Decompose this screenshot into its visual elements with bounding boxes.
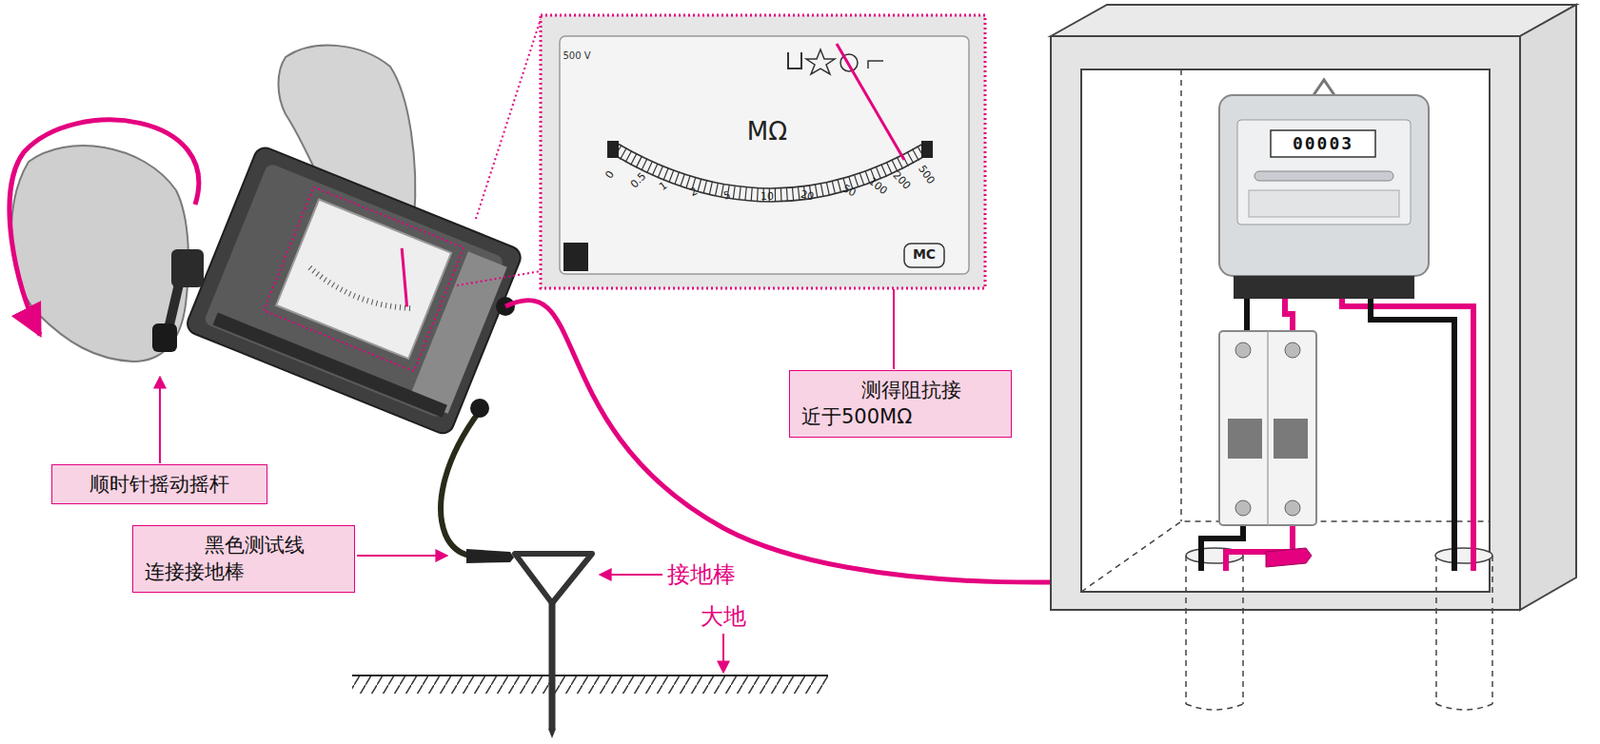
alligator-clip xyxy=(1265,548,1312,568)
leader-line xyxy=(892,289,895,370)
meter-text: MC xyxy=(912,247,936,262)
conduit xyxy=(1435,548,1493,564)
meter-face-inset xyxy=(904,243,945,268)
wire xyxy=(1201,298,1474,572)
meter-face-inset xyxy=(563,242,589,272)
energy-meter xyxy=(1219,95,1429,277)
ground-rod xyxy=(514,553,593,604)
energy-meter xyxy=(1233,276,1415,299)
leader-line xyxy=(722,633,725,673)
energy-meter xyxy=(1237,119,1411,225)
megger-body xyxy=(409,251,508,414)
conduit xyxy=(1185,555,1244,711)
ground-rod xyxy=(514,553,593,739)
callout-text: 顺时针摇动摇杆 xyxy=(63,471,256,498)
callout-box: 黑色测试线 连接接地棒 xyxy=(132,525,356,593)
distribution-box xyxy=(1050,4,1577,611)
distribution-box xyxy=(1081,69,1490,593)
distribution-box xyxy=(1081,521,1490,593)
circuit-breaker xyxy=(1284,500,1301,516)
distribution-box xyxy=(1050,36,1521,611)
part-label: 接地棒 xyxy=(667,562,736,588)
leader-line xyxy=(159,289,894,673)
circuit-breaker xyxy=(1235,500,1251,516)
circuit-breaker xyxy=(1219,331,1317,526)
leader-line xyxy=(356,554,448,557)
conduit xyxy=(1185,548,1493,711)
callout-text: 测得阻抗接 近于500MΩ xyxy=(801,376,1000,432)
crank xyxy=(152,249,204,353)
meter-face-inset xyxy=(806,49,835,75)
wire xyxy=(1342,298,1474,572)
megger-body xyxy=(183,144,524,437)
callout-box: 测得阻抗接 近于500MΩ xyxy=(789,370,1012,438)
ground xyxy=(352,674,829,677)
energy-meter xyxy=(1219,79,1429,299)
leader-line xyxy=(599,573,663,576)
black-test-lead xyxy=(440,411,514,564)
energy-meter xyxy=(1248,190,1400,218)
ground-rod xyxy=(549,603,556,730)
ground xyxy=(352,675,829,694)
meter-face-inset xyxy=(540,15,986,289)
meter-face-inset xyxy=(607,140,619,159)
megger-body xyxy=(382,248,428,307)
callout-text: 黑色测试线 连接接地棒 xyxy=(144,532,343,587)
conduit xyxy=(1436,555,1493,711)
distribution-box xyxy=(1050,4,1577,37)
meter-face-inset xyxy=(788,52,802,69)
megger-body xyxy=(306,267,411,317)
circuit-breaker xyxy=(1219,331,1317,526)
meter-text: MΩ xyxy=(747,118,788,146)
energy-meter xyxy=(1313,79,1335,96)
wire xyxy=(1201,525,1244,572)
terminal xyxy=(470,398,490,418)
ground-rod xyxy=(548,729,556,739)
black-test-lead xyxy=(466,549,514,564)
inset-leader xyxy=(456,19,541,286)
counter-digits: 00003 xyxy=(1292,134,1354,154)
meter-face-inset xyxy=(559,36,969,275)
leader-line xyxy=(158,376,161,464)
circuit-breaker xyxy=(1227,418,1263,459)
meter-face-inset xyxy=(868,60,884,69)
inset-leader xyxy=(456,271,541,286)
circuit-breaker xyxy=(1235,342,1251,358)
distribution-box xyxy=(1180,69,1183,522)
meter-face-inset xyxy=(540,15,986,289)
meter-text: 500 V xyxy=(562,50,591,61)
terminal xyxy=(470,296,515,418)
wire xyxy=(1370,298,1455,572)
rotation-arrow xyxy=(9,119,199,336)
distribution-box xyxy=(1520,4,1577,611)
callout-box: 顺时针摇动摇杆 xyxy=(51,464,268,505)
megger-body xyxy=(183,144,524,437)
part-label: 大地 xyxy=(700,604,747,630)
crank xyxy=(152,323,178,353)
wire xyxy=(1244,298,1250,332)
megger-body xyxy=(276,199,452,359)
circuit-breaker xyxy=(1273,418,1308,459)
meter-text: 10 xyxy=(760,191,774,203)
meter-face-inset xyxy=(836,43,905,160)
wire xyxy=(1284,298,1293,332)
meter-face-inset xyxy=(921,140,933,159)
circuit-breaker xyxy=(1284,342,1301,358)
energy-meter xyxy=(1270,130,1376,158)
inset-leader xyxy=(475,19,541,219)
energy-meter xyxy=(1254,171,1394,181)
circuit-breaker xyxy=(1266,331,1269,526)
megger-body xyxy=(213,312,448,417)
ground xyxy=(352,676,829,694)
